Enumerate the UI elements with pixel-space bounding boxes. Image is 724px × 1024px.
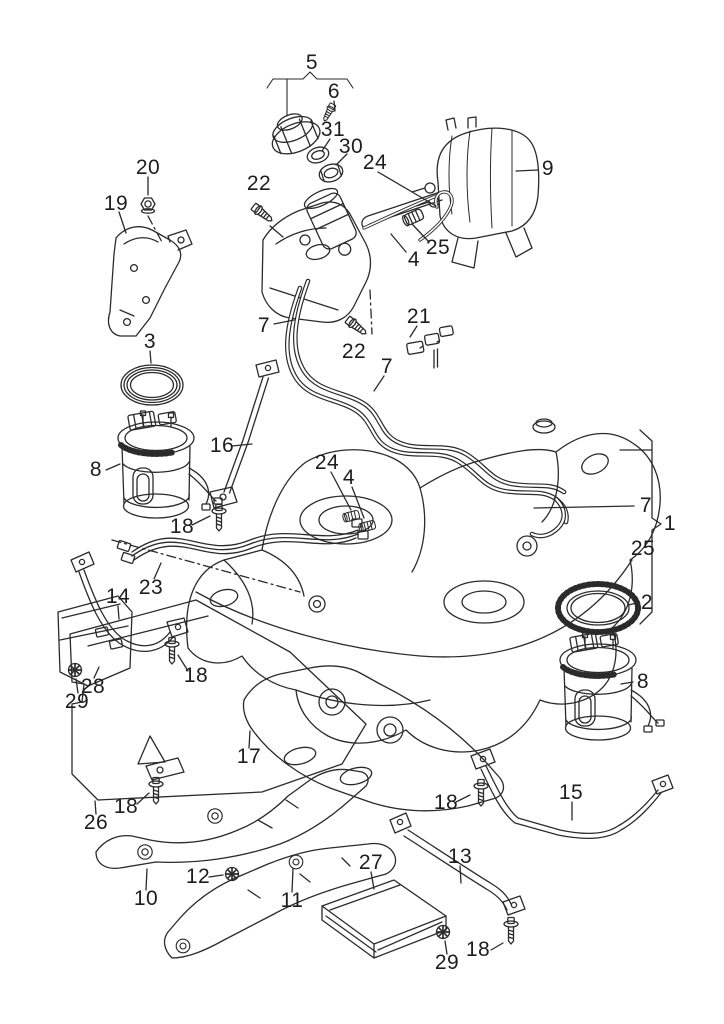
screw-18-b [164,636,180,665]
serrated-washer-29-a [67,662,83,678]
tensioning-strap-15 [470,748,674,840]
screw-18-a [211,503,227,532]
screw-18-c [148,776,164,805]
locking-ring-2 [555,581,641,635]
insulation-pad-27 [321,879,447,959]
bracket-19 [107,226,193,337]
fuel-delivery-unit-8-left [118,407,222,518]
heat-shield-11 [163,842,397,959]
washer-12 [224,866,240,882]
tensioning-strap-13 [389,812,526,916]
seal-ring-31 [306,146,330,164]
pipe-bundle-7 [285,278,569,539]
wiring-harness-23 [116,518,369,565]
seal-ring-3 [120,364,184,406]
shield-mount-tab [145,757,185,781]
serrated-washer-29-b [435,924,451,940]
screw-18-e [503,916,519,945]
heat-shield-17 [242,665,505,812]
clip-21 [406,325,454,369]
insulation-sheet-26 [69,599,367,801]
leader-lines [75,100,638,955]
filler-shield [261,201,372,324]
heat-shield-10 [95,768,369,870]
assembly-bracket-1 [619,429,662,625]
fuel-line-4 [362,194,438,230]
strap-14 [70,551,189,653]
fuel-delivery-unit-8-right [560,629,664,740]
seal-ring-30 [318,163,344,183]
sender-fitting-a [341,509,361,523]
strap-16 [209,359,280,509]
breather-hose-24 [418,190,454,242]
screw-22-a [249,201,276,226]
screw-22-b [343,314,370,339]
buffer-block-28 [57,595,133,687]
filler-cap-assembly [266,71,357,256]
fuel-filler-cap [271,113,321,155]
nut-20 [140,197,156,214]
